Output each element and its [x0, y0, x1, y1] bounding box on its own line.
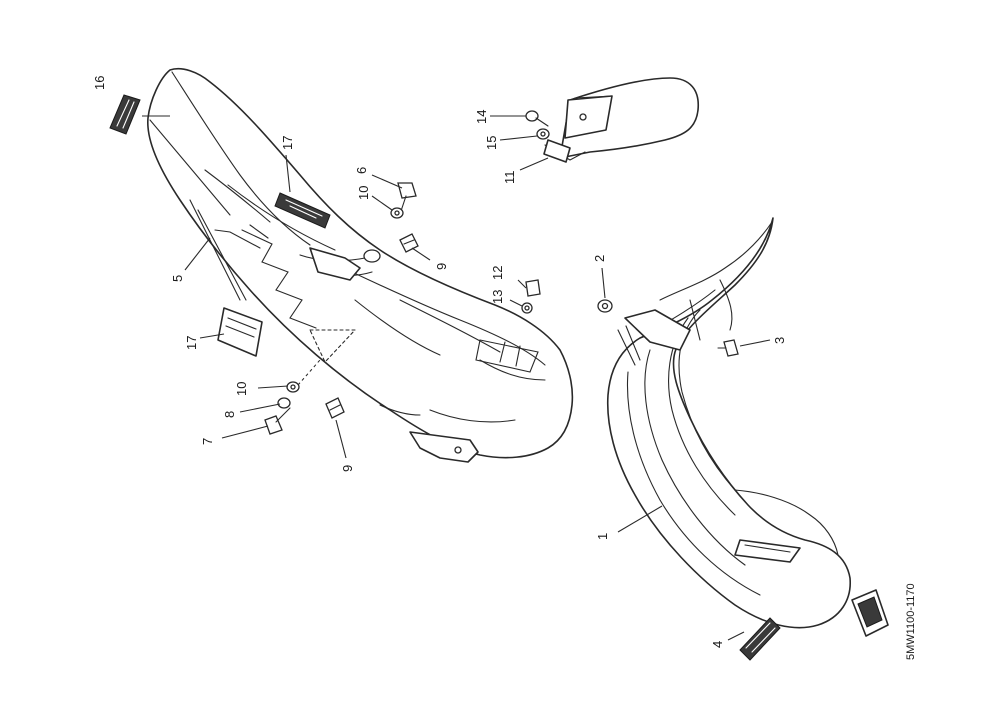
callout-3: 3 [772, 337, 787, 344]
rear-fender-decal-upper [274, 192, 331, 229]
callout-labels: 1 2 3 4 5 6 7 8 9 9 10 10 11 12 13 14 15… [92, 76, 787, 648]
washer-15 [536, 128, 550, 140]
callout-9-upper: 9 [434, 263, 449, 270]
callout-10-upper: 10 [356, 186, 371, 200]
bolt-7 [264, 407, 291, 435]
callout-8: 8 [222, 411, 237, 418]
bolt-12 [525, 279, 541, 297]
callout-9-lower: 9 [340, 465, 355, 472]
callout-14: 14 [474, 110, 489, 124]
callout-6: 6 [354, 167, 369, 174]
rear-fender [147, 67, 574, 463]
callout-4: 4 [710, 641, 725, 648]
bolt-3 [717, 339, 739, 357]
leader-lines [142, 115, 771, 641]
collar-upper [363, 249, 381, 263]
washer-10-upper [390, 207, 404, 219]
callout-5: 5 [170, 275, 185, 282]
callout-1: 1 [595, 533, 610, 540]
nut-9-upper [399, 233, 419, 253]
front-fender-decal [851, 589, 889, 637]
assembly-line-lower [297, 359, 321, 386]
callout-2: 2 [592, 255, 607, 262]
drawing-code: 5MW1100-1170 [905, 583, 917, 660]
callout-13: 13 [490, 290, 505, 304]
callout-11: 11 [502, 171, 517, 185]
callout-10-lower: 10 [234, 382, 249, 396]
washer-10-lower [286, 381, 300, 393]
rear-fender-decal-lower [217, 307, 263, 357]
bolt-6 [397, 182, 417, 215]
callout-16: 16 [92, 76, 107, 90]
washer-8 [277, 397, 291, 409]
callout-17-upper: 17 [280, 136, 295, 150]
callout-7: 7 [200, 438, 215, 445]
washer-13 [521, 302, 533, 314]
emblem-4 [739, 617, 781, 661]
nut-9-lower [325, 397, 345, 419]
nut-2 [597, 299, 613, 313]
mud-flap-bracket [543, 77, 699, 163]
callout-12: 12 [490, 266, 505, 280]
bolt-14 [525, 110, 549, 127]
front-fender [606, 217, 851, 629]
callout-15: 15 [484, 136, 499, 150]
emblem-16 [109, 94, 141, 135]
callout-17-lower: 17 [184, 336, 199, 350]
